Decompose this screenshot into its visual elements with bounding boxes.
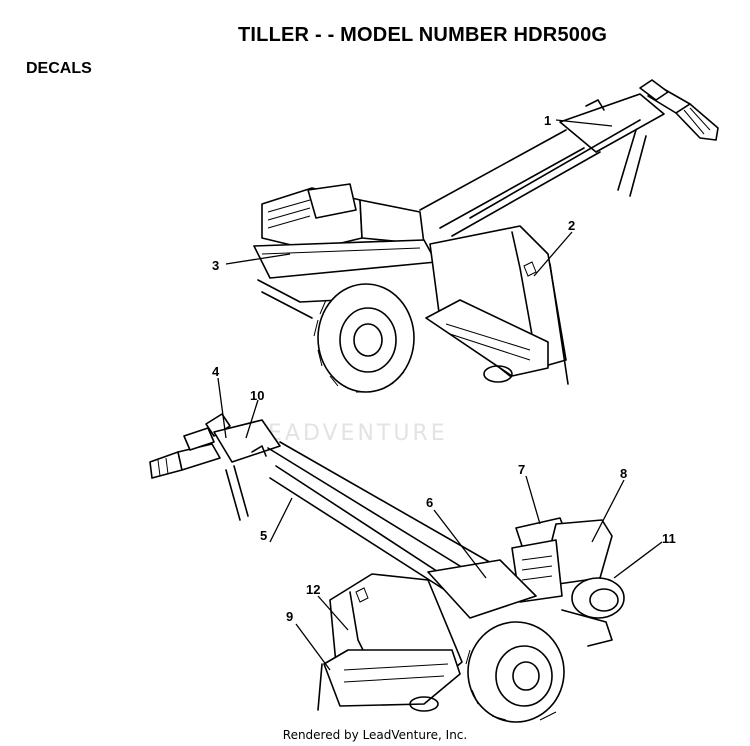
section-heading: DECALS <box>26 60 92 77</box>
callout-10: 10 <box>250 388 264 403</box>
callout-4: 4 <box>212 364 220 379</box>
callout-5: 5 <box>260 528 267 543</box>
watermark-text: EADVENTURE <box>268 421 448 446</box>
callout-1: 1 <box>544 113 551 128</box>
tiller-lower-illustration <box>149 413 625 723</box>
callout-2: 2 <box>568 218 575 233</box>
callout-11: 11 <box>662 531 676 546</box>
callout-9: 9 <box>286 609 293 624</box>
callout-8: 8 <box>620 466 627 481</box>
callout-6: 6 <box>426 495 433 510</box>
callout-leaders <box>217 119 663 671</box>
callout-12: 12 <box>306 582 320 597</box>
callout-3: 3 <box>212 258 219 273</box>
footer-credit: Rendered by LeadVenture, Inc. <box>282 728 468 742</box>
callout-7: 7 <box>518 462 525 477</box>
page-title: TILLER - - MODEL NUMBER HDR500G <box>238 24 608 46</box>
tiller-upper-illustration <box>253 79 719 393</box>
